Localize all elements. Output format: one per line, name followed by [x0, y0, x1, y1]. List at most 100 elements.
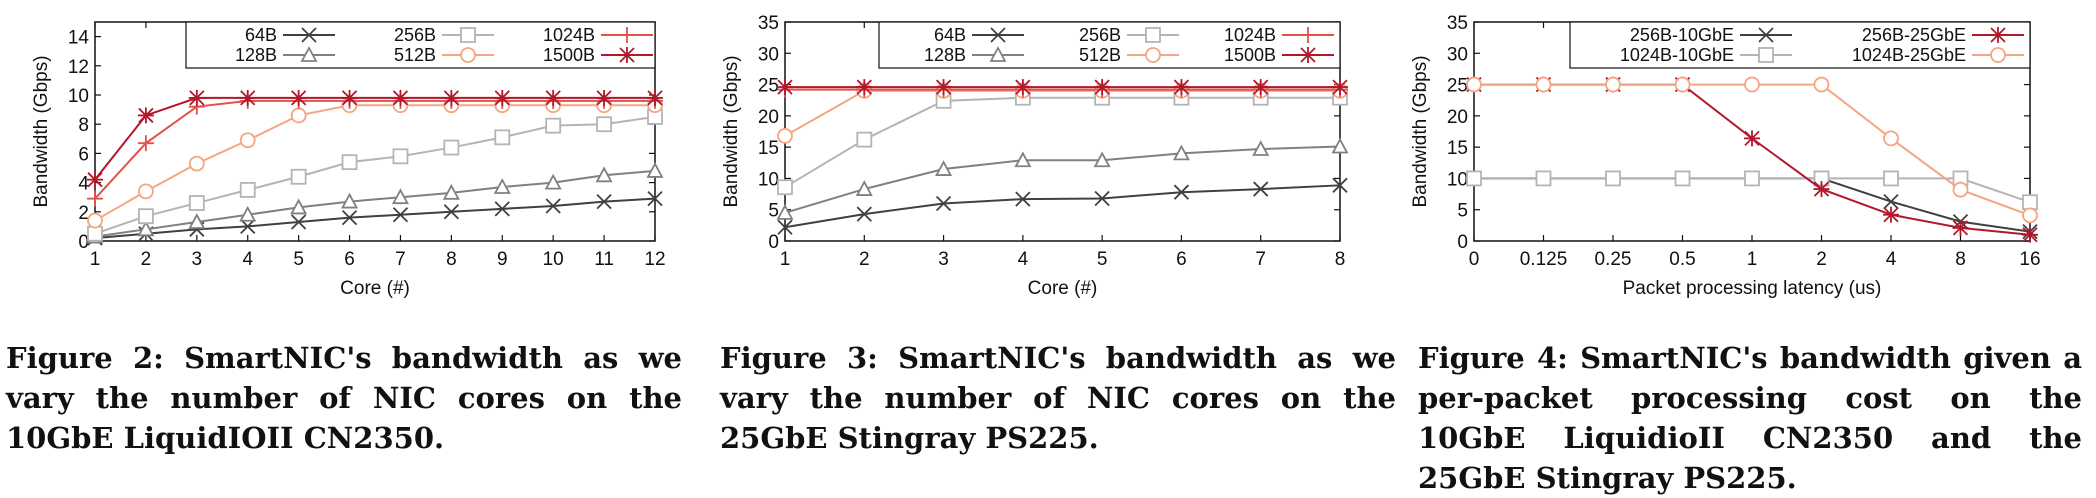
x-axis-label: Core (#) — [1028, 278, 1098, 299]
data-point — [442, 183, 460, 200]
legend-marker — [1300, 47, 1316, 63]
data-point — [290, 89, 307, 106]
legend-marker — [1145, 47, 1161, 63]
data-point — [545, 89, 562, 106]
data-point — [1332, 79, 1348, 96]
legend-item: 256B-10GbE — [1630, 25, 1792, 45]
data-point — [856, 79, 873, 96]
y-tick-label: 12 — [68, 57, 89, 78]
x-tick-label: 0.125 — [1520, 249, 1568, 270]
y-tick-label: 0 — [1457, 232, 1468, 253]
data-point — [494, 201, 510, 217]
legend-label: 1024B — [543, 25, 595, 45]
data-point — [1173, 184, 1190, 200]
data-point — [443, 139, 460, 156]
data-point — [1605, 170, 1621, 187]
series-line — [94, 104, 655, 222]
data-point — [777, 127, 793, 144]
legend-marker — [990, 27, 1006, 43]
legend-marker — [1758, 27, 1774, 43]
legend-marker — [1758, 47, 1774, 63]
y-tick-label: 20 — [758, 107, 779, 128]
data-point — [188, 155, 205, 172]
data-point — [1014, 79, 1031, 96]
legend-marker — [1990, 27, 2006, 43]
x-tick-label: 5 — [1097, 249, 1108, 270]
series-line — [784, 145, 1341, 214]
y-tick-label: 0 — [768, 232, 779, 253]
data-point — [1093, 151, 1111, 168]
legend-box — [185, 21, 656, 69]
y-tick-label: 0 — [78, 232, 89, 253]
data-point — [935, 79, 952, 96]
data-point — [1252, 140, 1270, 156]
legend-item: 128B — [924, 45, 1024, 65]
legend-item: 256B — [394, 25, 494, 45]
x-tick-label: 8 — [446, 249, 457, 270]
data-point — [341, 192, 359, 209]
data-point — [1466, 170, 1482, 187]
series-line — [1474, 83, 2031, 236]
series-1024B — [87, 92, 663, 207]
data-point — [1883, 170, 1899, 187]
legend-item: 256B — [1079, 25, 1179, 45]
data-point — [239, 205, 257, 222]
x-tick-label: 4 — [1886, 249, 1897, 270]
series-line — [94, 96, 655, 181]
y-tick-label: 14 — [68, 28, 90, 49]
series-line — [94, 99, 655, 200]
y-tick-label: 35 — [1447, 13, 1468, 34]
legend-marker — [1145, 27, 1161, 43]
data-point — [1332, 177, 1348, 193]
x-tick-label: 7 — [1255, 249, 1266, 270]
x-tick-label: 6 — [344, 249, 355, 270]
series-1500B — [777, 79, 1348, 96]
x-tick-label: 2 — [859, 249, 870, 270]
data-point — [596, 193, 612, 210]
data-point — [2022, 194, 2038, 211]
data-point — [1744, 130, 1760, 147]
legend-marker — [460, 27, 476, 43]
series-line — [784, 96, 1340, 189]
x-tick-label: 2 — [1816, 249, 1827, 270]
data-point — [240, 218, 256, 235]
series-128B — [776, 137, 1349, 220]
data-point — [855, 180, 873, 196]
data-point — [545, 198, 561, 214]
y-tick-label: 8 — [78, 115, 89, 136]
data-point — [595, 166, 613, 183]
legend-box — [878, 21, 1341, 69]
data-point — [1813, 181, 1830, 198]
data-point — [1014, 151, 1032, 168]
data-point — [188, 195, 205, 211]
series-256B-25GbE — [1466, 76, 2038, 243]
series-256B — [87, 109, 663, 242]
data-point — [777, 219, 793, 235]
data-point — [138, 183, 154, 200]
data-point — [494, 129, 511, 146]
data-point — [856, 131, 873, 148]
legend-marker — [619, 27, 635, 43]
x-tick-label: 4 — [242, 249, 253, 270]
data-point — [443, 204, 460, 220]
data-point — [341, 154, 358, 171]
y-tick-label: 30 — [758, 44, 779, 65]
data-point — [1331, 137, 1349, 154]
legend-label: 256B-25GbE — [1862, 25, 1966, 45]
data-point — [1172, 144, 1190, 161]
figure-2-caption: Figure 2: SmartNIC's bandwidth as we var… — [6, 341, 682, 455]
y-tick-label: 25 — [758, 76, 779, 97]
data-point — [443, 89, 460, 106]
y-tick-label: 4 — [78, 174, 89, 195]
series-1500B — [87, 89, 663, 188]
legend-item: 1024B-10GbE — [1620, 45, 1792, 65]
legend-label: 1024B — [1224, 25, 1276, 45]
data-point — [777, 179, 793, 196]
legend-item: 256B-25GbE — [1862, 25, 2024, 45]
x-tick-label: 1 — [90, 249, 101, 270]
series-line — [784, 89, 1340, 137]
data-point — [87, 225, 103, 242]
series-line — [94, 169, 656, 238]
